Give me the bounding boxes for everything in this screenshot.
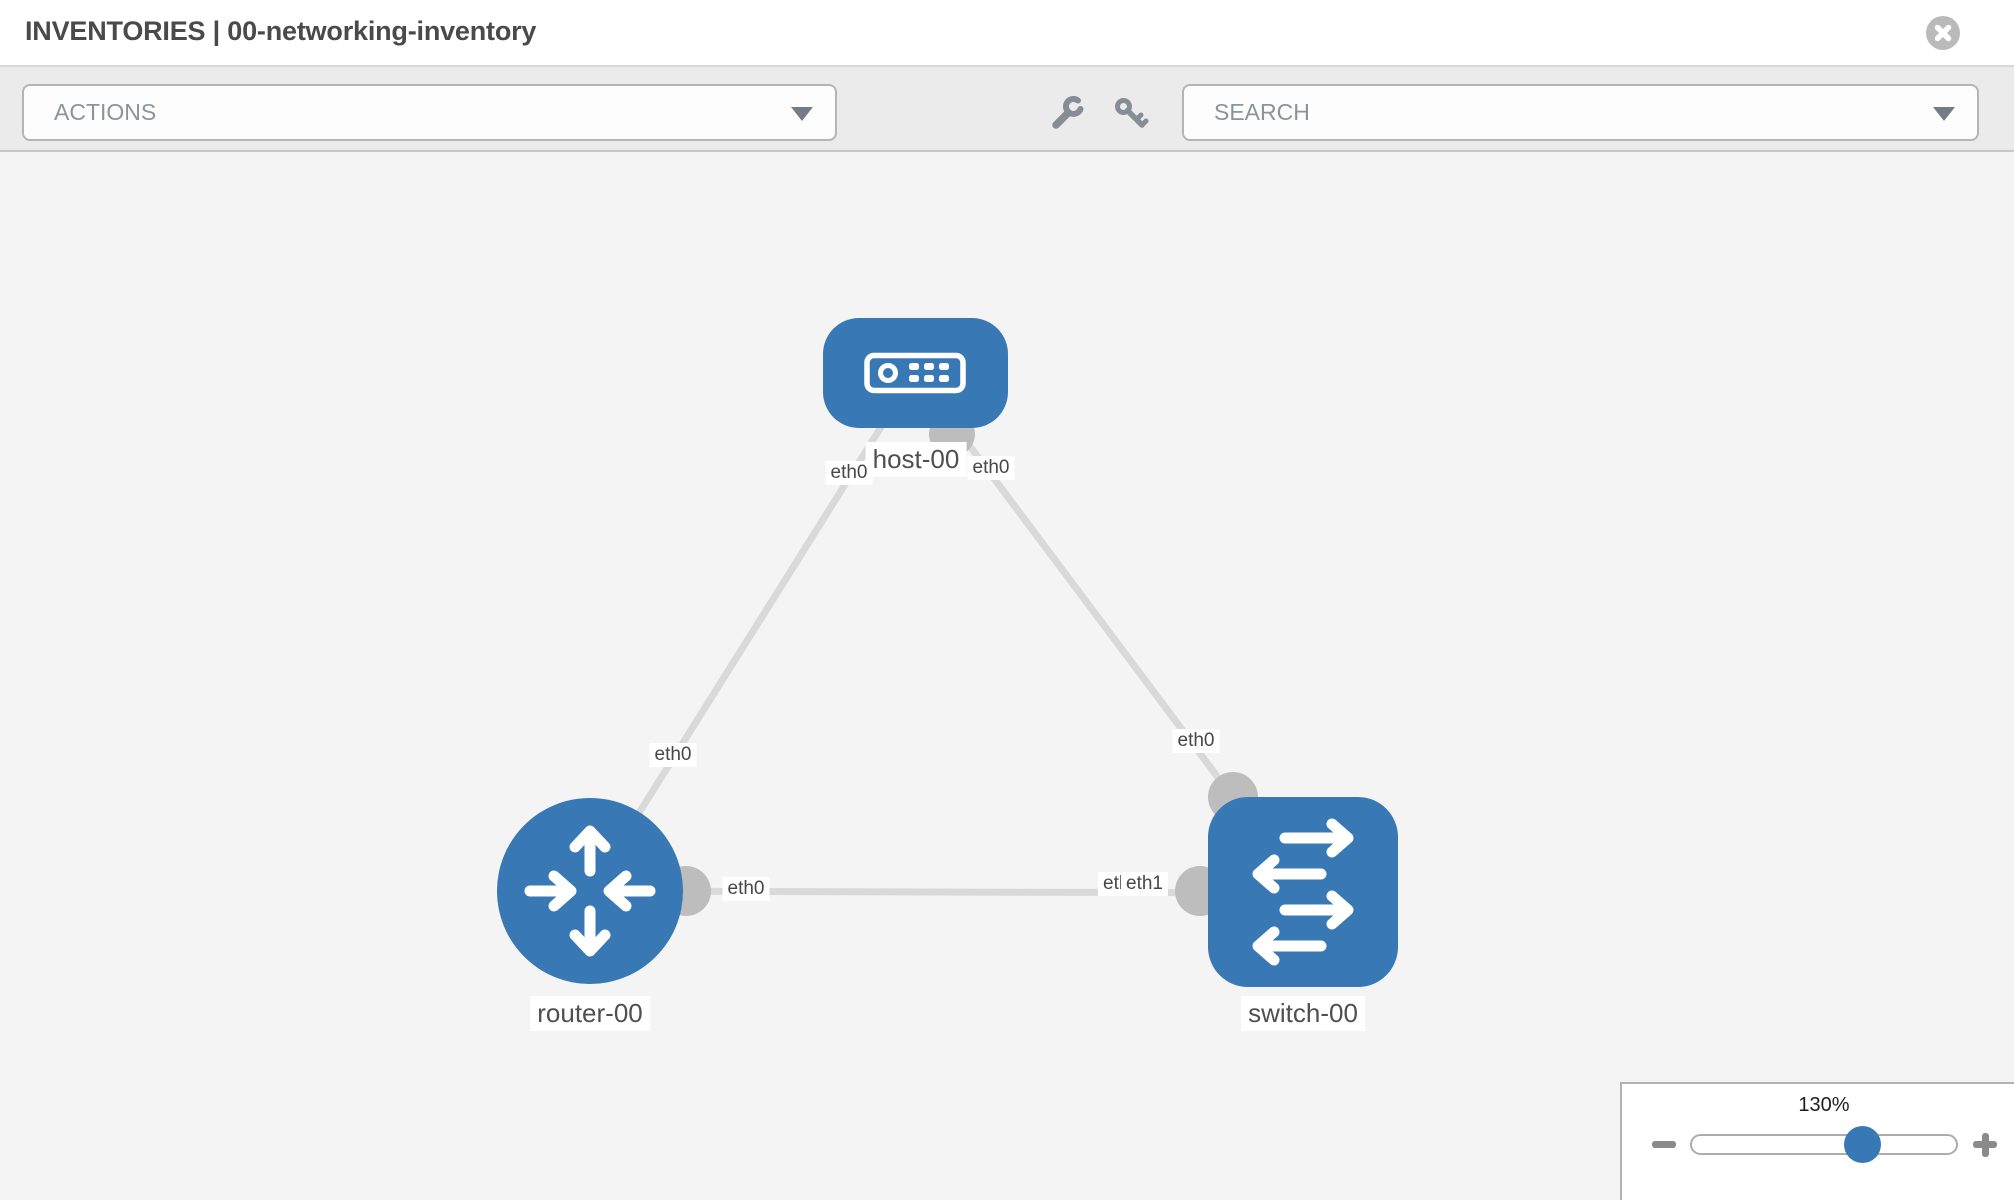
node-label-host: host-00: [865, 442, 967, 477]
chevron-down-icon: [1933, 107, 1955, 121]
router-icon: [524, 825, 656, 957]
wrench-icon[interactable]: [1049, 96, 1085, 132]
plus-icon[interactable]: [1981, 1132, 1989, 1157]
node-router-00[interactable]: [497, 798, 683, 984]
zoom-slider-track[interactable]: [1690, 1134, 1958, 1155]
search-dropdown-label: SEARCH: [1214, 99, 1310, 125]
node-switch-00[interactable]: [1208, 797, 1398, 987]
node-label-router: router-00: [530, 996, 650, 1031]
interface-label-router-top: eth0: [649, 743, 697, 767]
close-icon[interactable]: [1926, 16, 1960, 50]
interface-label-switch-left: eth1: [1121, 872, 1168, 896]
topology-canvas[interactable]: host-00 router-00 switch-00 eth0 eth0 et…: [0, 152, 2014, 1200]
actions-dropdown-label: ACTIONS: [54, 99, 157, 125]
window-header: INVENTORIES | 00-networking-inventory: [0, 0, 2014, 67]
topology-graph: [497, 318, 1398, 987]
interface-label-switch-top: eth0: [1172, 729, 1220, 753]
zoom-slider-knob[interactable]: [1844, 1126, 1881, 1163]
interface-label-host-left: eth0: [825, 461, 873, 485]
switch-icon: [1252, 818, 1354, 966]
minus-icon[interactable]: [1652, 1141, 1676, 1148]
node-host-00[interactable]: [823, 318, 1008, 428]
key-icon[interactable]: [1113, 96, 1149, 132]
interface-label-host-right: eth0: [967, 456, 1015, 480]
search-dropdown[interactable]: SEARCH: [1182, 84, 1979, 141]
toolbar: ACTIONS SEARCH: [0, 67, 2014, 152]
actions-dropdown[interactable]: ACTIONS: [22, 84, 837, 141]
host-icon: [864, 352, 966, 394]
node-label-switch: switch-00: [1241, 996, 1365, 1031]
zoom-control-panel: 130%: [1620, 1082, 2014, 1200]
link-host-router[interactable]: [587, 371, 918, 893]
page-title: INVENTORIES | 00-networking-inventory: [25, 16, 537, 46]
interface-label-router-right: eth0: [722, 877, 770, 901]
chevron-down-icon: [791, 107, 813, 121]
zoom-level-value: 130%: [1798, 1094, 1850, 1116]
